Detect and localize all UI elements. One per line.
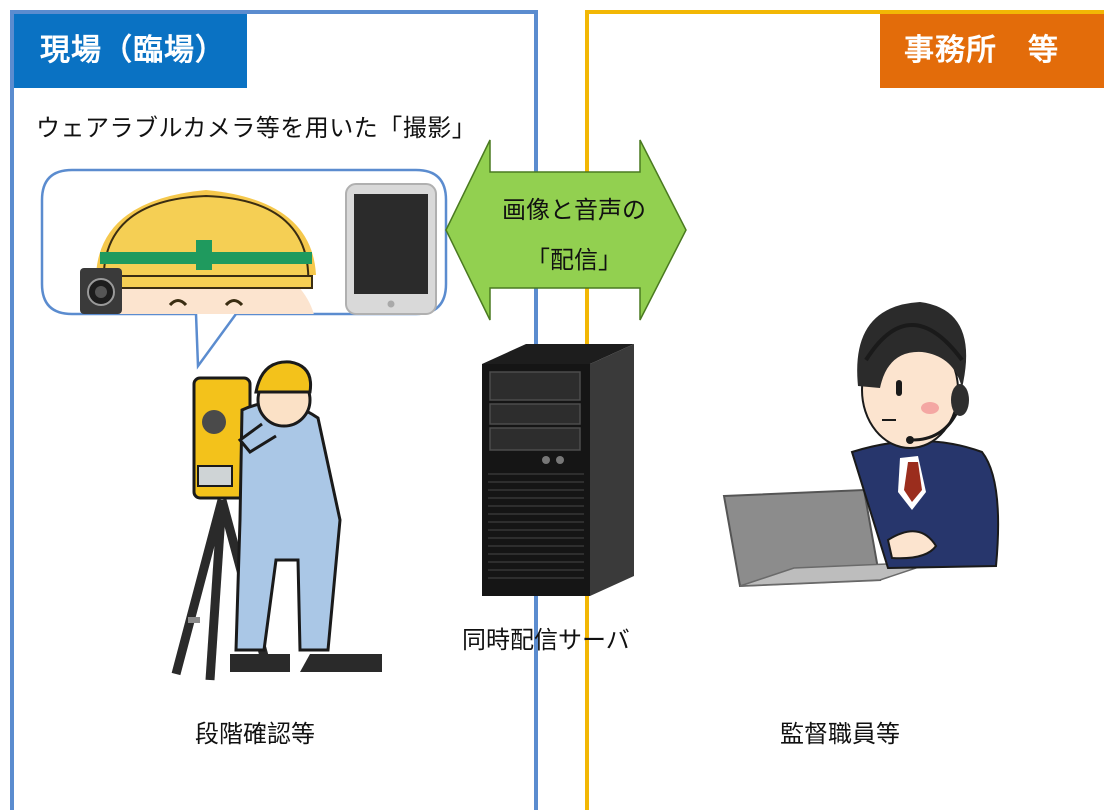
tablet-icon: [345, 183, 437, 315]
office-panel: [585, 10, 1104, 810]
delivery-line-2: 「配信」: [526, 246, 622, 274]
server-label: 同時配信サーバ: [462, 626, 630, 654]
wearable-camera-icon: [80, 268, 122, 314]
capture-description: ウェアラブルカメラ等を用いた「撮影」: [36, 114, 477, 142]
office-caption: 監督職員等: [780, 720, 900, 748]
delivery-line-1: 画像と音声の: [502, 196, 646, 224]
office-header: 事務所 等: [880, 14, 1104, 88]
site-caption: 段階確認等: [195, 720, 315, 748]
site-header: 現場（臨場）: [14, 14, 247, 88]
